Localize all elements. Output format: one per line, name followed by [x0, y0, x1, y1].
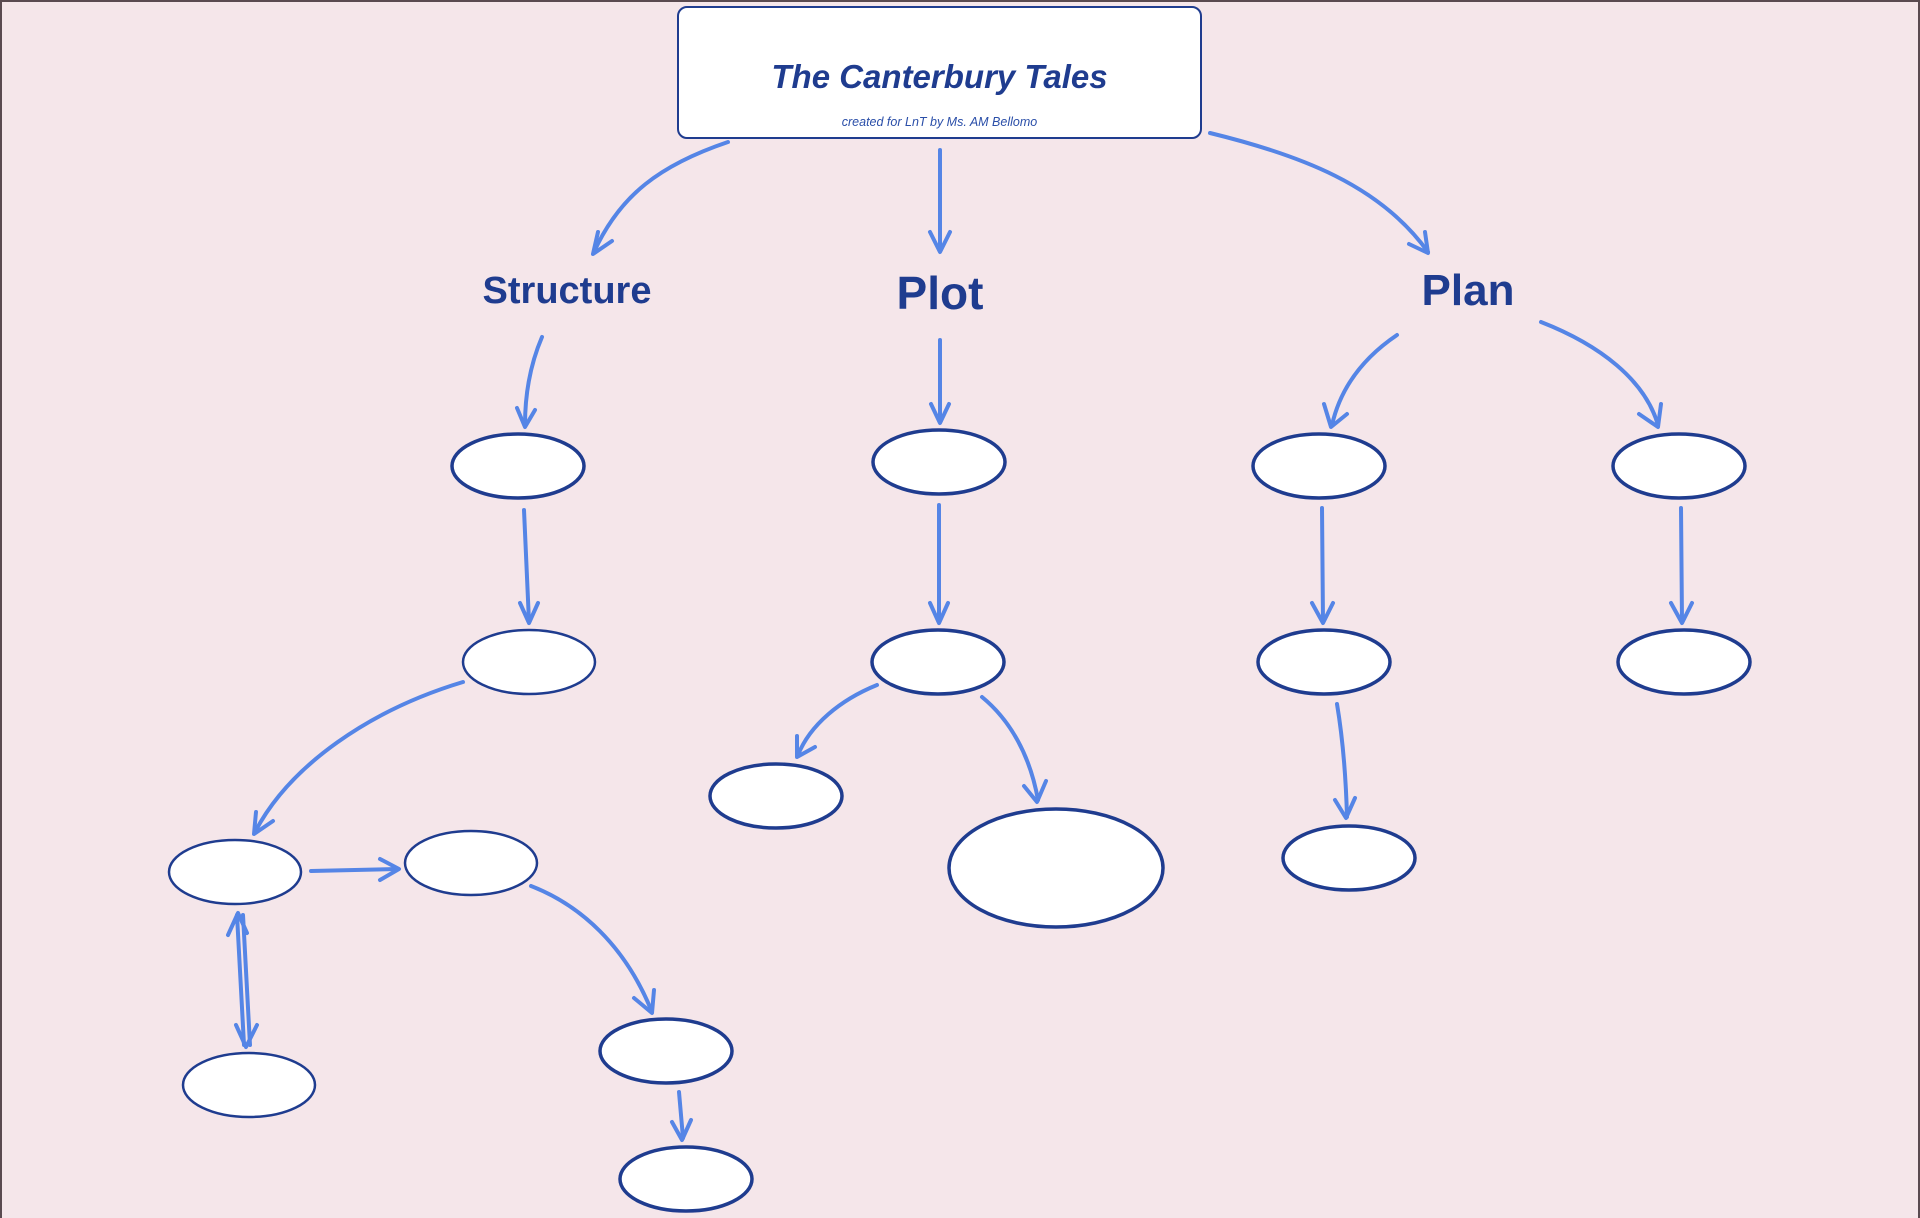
node-structure-2[interactable]	[461, 628, 597, 696]
edge-s6-s7	[677, 1090, 685, 1140]
title-box[interactable]: The Canterbury Tales created for LnT by …	[677, 6, 1202, 139]
arrowhead-icon	[1310, 601, 1335, 625]
arrowhead-icon	[670, 1118, 693, 1142]
arrowhead-icon	[1022, 779, 1048, 804]
edge-title-plan	[1208, 131, 1430, 254]
arrowhead-icon	[378, 857, 401, 882]
branch-plot[interactable]: Plot	[896, 267, 984, 319]
node-plot-1[interactable]	[871, 428, 1007, 496]
edge-p2-p3	[796, 683, 879, 757]
edge-l1-l2	[1320, 506, 1325, 624]
edge-s3-s5	[235, 913, 246, 1047]
arrowhead-icon	[252, 810, 275, 836]
edge-s2-s3	[253, 680, 465, 834]
node-plan-right-1[interactable]	[1611, 432, 1747, 500]
node-plot-3[interactable]	[708, 762, 844, 830]
arrowhead-icon	[795, 734, 817, 759]
node-structure-1[interactable]	[450, 432, 586, 500]
arrowhead-icon	[1669, 601, 1694, 625]
edge-s1-s2	[522, 508, 531, 624]
map-title: The Canterbury Tales	[771, 58, 1108, 95]
arrowhead-icon	[515, 406, 537, 429]
arrowhead-icon	[234, 1023, 259, 1049]
node-structure-5[interactable]	[181, 1051, 317, 1119]
edge-s4-s6	[529, 884, 654, 1014]
node-plan-right-2[interactable]	[1616, 628, 1752, 696]
map-subtitle: created for LnT by Ms. AM Bellomo	[841, 115, 1038, 129]
edge-p2-p4	[980, 695, 1040, 802]
branch-plan[interactable]: Plan	[1421, 266, 1515, 315]
edge-plan-r1	[1539, 320, 1660, 427]
arrowhead-icon	[591, 230, 614, 256]
nodes	[167, 428, 1752, 1213]
edge-s3-s4	[309, 867, 400, 873]
arrowhead-icon	[1333, 796, 1357, 820]
node-structure-6[interactable]	[598, 1017, 734, 1085]
edge-l2-l3	[1335, 702, 1349, 819]
arrowhead-icon	[518, 601, 540, 625]
edge-r1-r2	[1679, 506, 1684, 624]
arrowhead-icon	[928, 601, 950, 625]
edges	[226, 131, 1694, 1142]
edge-structure-s1	[523, 335, 544, 427]
arrowhead-icon	[928, 230, 952, 254]
edge-s3-s5	[241, 913, 252, 1047]
arrowhead-icon	[632, 988, 656, 1015]
node-plot-2[interactable]	[870, 628, 1006, 696]
arrowhead-icon	[1407, 230, 1430, 255]
edge-plan-l1	[1330, 333, 1399, 427]
arrowhead-icon	[1637, 402, 1663, 429]
node-structure-4[interactable]	[403, 829, 539, 897]
node-plan-left-2[interactable]	[1256, 628, 1392, 696]
arrowhead-icon	[1322, 402, 1349, 429]
branch-structure[interactable]: Structure	[482, 270, 652, 312]
edge-title-structure	[592, 140, 730, 254]
node-plot-4[interactable]	[947, 807, 1165, 929]
node-structure-3[interactable]	[167, 838, 303, 906]
arrowhead-icon	[929, 402, 951, 425]
node-plan-left-3[interactable]	[1281, 824, 1417, 892]
arrowhead-icon	[226, 911, 249, 937]
node-structure-7[interactable]	[618, 1145, 754, 1213]
node-plan-left-1[interactable]	[1251, 432, 1387, 500]
